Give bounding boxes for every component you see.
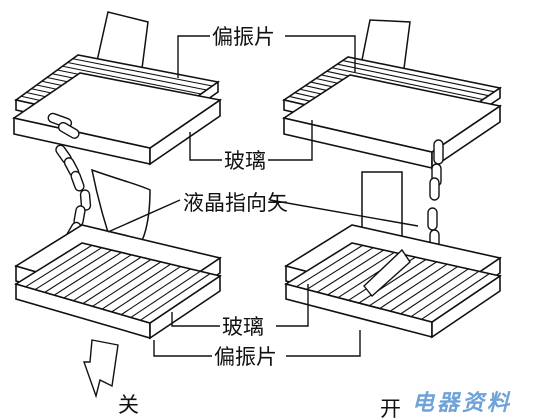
polarizer-stripe: [140, 273, 211, 321]
polarizer-stripe: [331, 67, 484, 101]
right-bottom-polarizer: [283, 242, 502, 339]
label-lc-director: 液晶指向矢: [183, 191, 288, 215]
polarizer-stripe: [101, 263, 172, 310]
leader-lines: [107, 35, 419, 357]
right-exit-ray: [363, 248, 411, 298]
polarizer-stripe: [130, 270, 201, 318]
right-top-glass: [281, 74, 503, 170]
polarizer-stripe: [400, 268, 469, 315]
left-exit-arrow: [83, 339, 119, 399]
right-assembly: [281, 19, 503, 339]
polarizer-stripe: [306, 247, 374, 290]
polarizer-stripe: [389, 266, 459, 312]
polarizer-stripe: [111, 266, 181, 313]
polarizer-stripe: [358, 259, 427, 304]
label-state-off: 关: [118, 393, 139, 417]
polarizer-stripe: [72, 58, 213, 87]
label-state-on: 开: [380, 397, 401, 418]
polarizer-stripe: [73, 256, 142, 302]
polarizer-stripe: [316, 249, 385, 293]
polarizer-stripe: [53, 251, 122, 296]
polarizer-stripe: [82, 259, 152, 304]
polarizer-stripe: [67, 61, 207, 91]
polarizer-stripe: [296, 244, 363, 288]
polarizer-stripe: [62, 65, 202, 95]
label-glass-top: 玻璃: [224, 149, 266, 173]
polarizer-stripe: [25, 244, 93, 288]
watermark-logo: 电器资料: [412, 391, 512, 416]
polarizer-stripe: [337, 63, 489, 97]
polarizer-stripe: [34, 247, 103, 291]
polarizer-stripe: [410, 270, 480, 318]
polarizer-stripe: [369, 261, 437, 307]
polarizer-stripe: [327, 251, 395, 296]
left-assembly: [12, 11, 223, 399]
polarizer-stripe: [120, 268, 191, 316]
left-bottom-polarizer: [14, 242, 222, 340]
polarizer-stripe: [421, 273, 490, 320]
label-polarizer-bottom: 偏振片: [214, 345, 277, 369]
polarizer-stripe: [44, 249, 112, 293]
polarizer-stripe: [92, 261, 162, 307]
label-polarizer-top: 偏振片: [212, 25, 275, 49]
label-glass-bottom: 玻璃: [222, 315, 264, 339]
polarizer-stripe: [379, 263, 448, 309]
polarizer-stripe: [63, 254, 132, 299]
polarizer-stripe: [342, 60, 495, 93]
